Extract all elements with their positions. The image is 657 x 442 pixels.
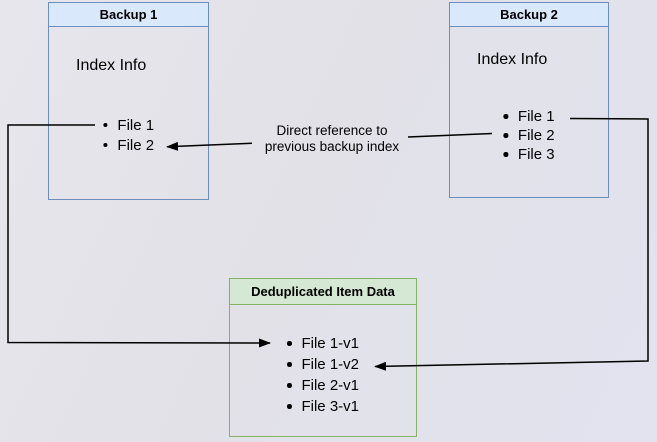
bullet-dot [102, 122, 108, 128]
backup1-file-list: File 1 File 2 [102, 115, 155, 155]
bullet-dot [503, 114, 508, 119]
dedup-file-list: File 1-v1 File 1-v2 File 2-v1 File 3-v1 [286, 333, 360, 417]
file-label: File 3 [517, 146, 555, 163]
bullet-dot [286, 404, 292, 409]
list-item: File 2 [503, 126, 555, 145]
backup1-index-info-label: Index Info [76, 57, 147, 74]
backup2-index-info-label: Index Info [477, 51, 548, 68]
file-label: File 1-v1 [301, 335, 360, 352]
file-label: File 2 [517, 127, 555, 144]
node-backup1: Backup 1 Index Info File 1 File 2 [48, 2, 209, 200]
file-label: File 3-v1 [301, 398, 360, 415]
list-item: File 3-v1 [286, 396, 360, 417]
file-label: File 1 [517, 108, 555, 125]
bullet-dot [503, 133, 508, 138]
list-item: File 1 [503, 107, 555, 126]
backup2-file-list: File 1 File 2 File 3 [503, 107, 555, 164]
node-dedup-title: Deduplicated Item Data [251, 284, 395, 299]
file-label: File 2-v1 [301, 377, 360, 394]
node-dedup-header: Deduplicated Item Data [230, 279, 416, 305]
bullet-dot [102, 142, 108, 148]
node-dedup: Deduplicated Item Data File 1-v1 File 1-… [229, 278, 417, 437]
bullet-dot [286, 383, 292, 388]
file-label: File 1 [117, 116, 155, 134]
list-item: File 1 [102, 115, 155, 135]
bullet-dot [503, 152, 508, 157]
node-backup2-title: Backup 2 [500, 7, 558, 22]
node-backup1-header: Backup 1 [49, 3, 208, 27]
list-item: File 2-v1 [286, 375, 360, 396]
edge-label-line1: Direct reference to [276, 123, 388, 138]
list-item: File 1-v2 [286, 354, 360, 375]
list-item: File 2 [102, 135, 155, 155]
bullet-dot [286, 341, 292, 346]
bullet-dot [286, 362, 292, 367]
file-label: File 2 [117, 136, 155, 154]
node-backup2-header: Backup 2 [450, 3, 608, 27]
file-label: File 1-v2 [301, 356, 360, 373]
edge-label-direct-reference: Direct reference to previous backup inde… [242, 123, 422, 154]
list-item: File 1-v1 [286, 333, 360, 354]
list-item: File 3 [503, 145, 555, 164]
node-backup2: Backup 2 Index Info File 1 File 2 File 3 [449, 2, 609, 198]
node-backup1-title: Backup 1 [99, 7, 158, 22]
edge-label-line2: previous backup index [264, 138, 400, 154]
